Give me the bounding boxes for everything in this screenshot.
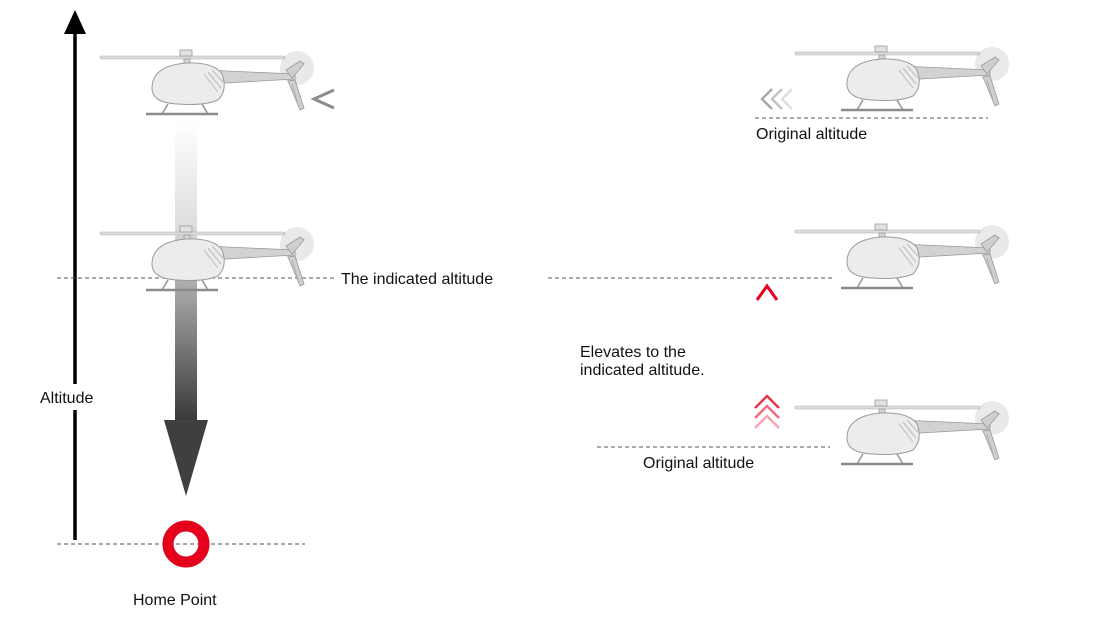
original-altitude-label-top: Original altitude [756, 126, 867, 143]
indicated-altitude-label: The indicated altitude [341, 271, 493, 288]
helicopter-icon [793, 398, 1011, 466]
axis-label-bg [38, 384, 114, 410]
original-altitude-label-bottom: Original altitude [643, 455, 754, 472]
climb-arrow [754, 283, 780, 429]
axis-arrowhead-icon [64, 10, 86, 34]
altitude-axis-label: Altitude [40, 390, 93, 407]
descend-arrowhead-icon [164, 420, 208, 496]
return-arrow-fletching-icon [760, 88, 793, 110]
elevates-label-line2: indicated altitude. [580, 362, 705, 379]
helicopter-icon [98, 224, 316, 292]
climb-arrowhead-icon [755, 283, 779, 301]
helicopter-icon [98, 48, 316, 116]
home-point-ring-icon [162, 520, 210, 568]
climb-arrow-fletching-icon [754, 394, 780, 429]
return-arrowhead-icon [310, 88, 335, 110]
return-arrow [310, 88, 793, 110]
elevates-label-line1: Elevates to the [580, 344, 686, 361]
helicopter-icon [793, 222, 1011, 290]
descend-arrow [164, 120, 208, 496]
home-point-label: Home Point [133, 592, 217, 609]
helicopter-icon [793, 44, 1011, 112]
altitude-axis [64, 10, 86, 540]
